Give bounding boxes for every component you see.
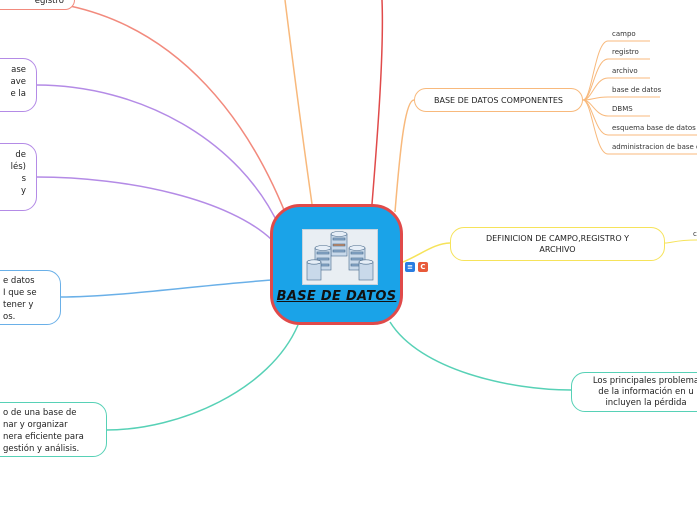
left-node-1[interactable]: egistro — [0, 0, 75, 10]
definicion-line-2: ARCHIVO — [539, 245, 576, 254]
connector-child-3 — [582, 77, 609, 101]
connector-top-orange — [284, 0, 313, 205]
leaf-dbms[interactable]: DBMS — [612, 105, 633, 113]
database-cylinders-icon — [302, 229, 378, 285]
left-node-5[interactable]: o de una base de nar y organizar nera ef… — [0, 402, 107, 457]
left-node-5-line-4: gestión y análisis. — [3, 444, 80, 454]
connector-top-red — [371, 0, 384, 205]
connector-definicion-child — [664, 239, 697, 244]
problemas-line-2: de la información en u — [598, 387, 694, 397]
left-node-5-line-1: o de una base de — [3, 408, 77, 418]
definicion-line-1: DEFINICION DE CAMPO,REGISTRO Y — [485, 234, 630, 243]
notes-lines-icon[interactable]: ≡ — [405, 262, 415, 272]
central-topic[interactable]: BASE DE DATOS — [270, 204, 403, 325]
leaf-campo[interactable]: campo — [612, 30, 636, 38]
definicion-node[interactable]: DEFINICION DE CAMPO,REGISTRO Y ARCHIVO — [450, 227, 665, 261]
left-node-1-line-1: egistro — [34, 0, 64, 6]
left-node-3-line-4: y — [20, 186, 26, 196]
left-node-3-line-1: de — [15, 150, 26, 160]
connector-left-5 — [105, 324, 299, 431]
connector-problemas — [389, 321, 572, 391]
connector-child-2 — [582, 58, 609, 101]
connector-left-4 — [59, 279, 273, 298]
leaf-administracion[interactable]: administracion de base d — [612, 143, 697, 151]
left-node-2-line-1: ase — [11, 65, 26, 75]
connector-componentes — [394, 99, 415, 213]
left-node-4-line-1: e datos — [3, 276, 35, 286]
componentes-node[interactable]: BASE DE DATOS COMPONENTES — [414, 88, 583, 112]
problemas-line-1: Los principales problema — [592, 376, 697, 386]
left-node-2-line-2: ave — [10, 77, 26, 87]
connector-definicion — [402, 242, 451, 263]
left-node-4[interactable]: e datos I que se tener y os. — [0, 270, 61, 325]
connector-left-2 — [35, 84, 281, 229]
connector-left-3 — [35, 176, 273, 241]
leaf-registro[interactable]: registro — [612, 48, 639, 56]
c-badge[interactable]: C — [418, 262, 428, 272]
leaf-archivo[interactable]: archivo — [612, 67, 638, 75]
left-node-5-line-2: nar y organizar — [3, 420, 68, 430]
left-node-3-line-2: lés) — [10, 162, 26, 172]
left-node-4-line-3: tener y — [3, 300, 34, 310]
componentes-label: BASE DE DATOS COMPONENTES — [433, 96, 564, 105]
connector-child-7 — [582, 99, 609, 155]
connector-left-1 — [69, 5, 291, 226]
problemas-line-3: incluyen la pérdida — [605, 398, 687, 408]
left-node-2[interactable]: ase ave e la — [0, 58, 37, 112]
connector-child-6 — [582, 99, 609, 136]
connector-child-1 — [582, 40, 609, 101]
central-title: BASE DE DATOS — [276, 289, 397, 304]
leaf-base-de-datos[interactable]: base de datos — [612, 86, 662, 94]
left-node-3-line-3: s — [21, 174, 26, 184]
definicion-child[interactable]: c — [693, 230, 697, 238]
left-node-3[interactable]: de lés) s y — [0, 143, 37, 211]
problemas-node[interactable]: Los principales problema de la informaci… — [571, 372, 697, 412]
left-node-2-line-3: e la — [10, 89, 26, 99]
left-node-5-line-3: nera eficiente para — [3, 432, 84, 442]
left-node-4-line-2: I que se — [3, 288, 37, 298]
left-node-4-line-4: os. — [3, 312, 16, 322]
leaf-esquema[interactable]: esquema base de datos — [612, 124, 696, 132]
